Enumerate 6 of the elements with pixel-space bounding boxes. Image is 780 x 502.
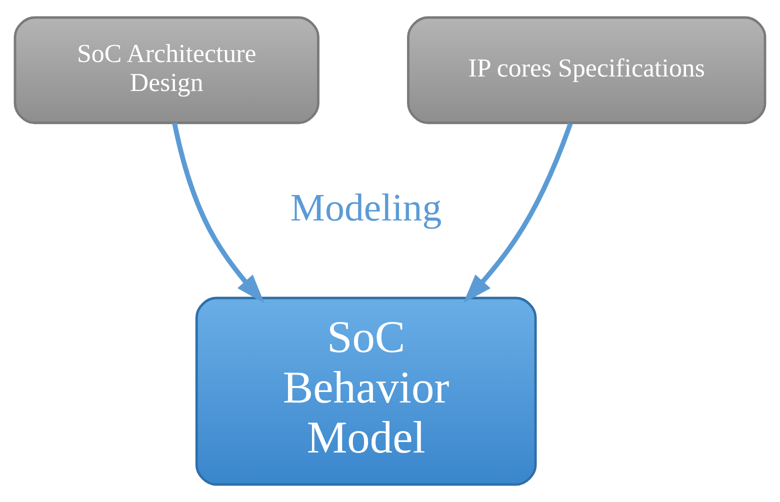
node-box: SoC Architecture Design <box>14 16 320 124</box>
label: Modeling <box>290 186 442 230</box>
node-box: IP cores Specifications <box>407 16 766 124</box>
arrow <box>172 122 264 304</box>
node-box: SoC Behavior Model <box>195 296 537 486</box>
arrow <box>463 122 573 304</box>
